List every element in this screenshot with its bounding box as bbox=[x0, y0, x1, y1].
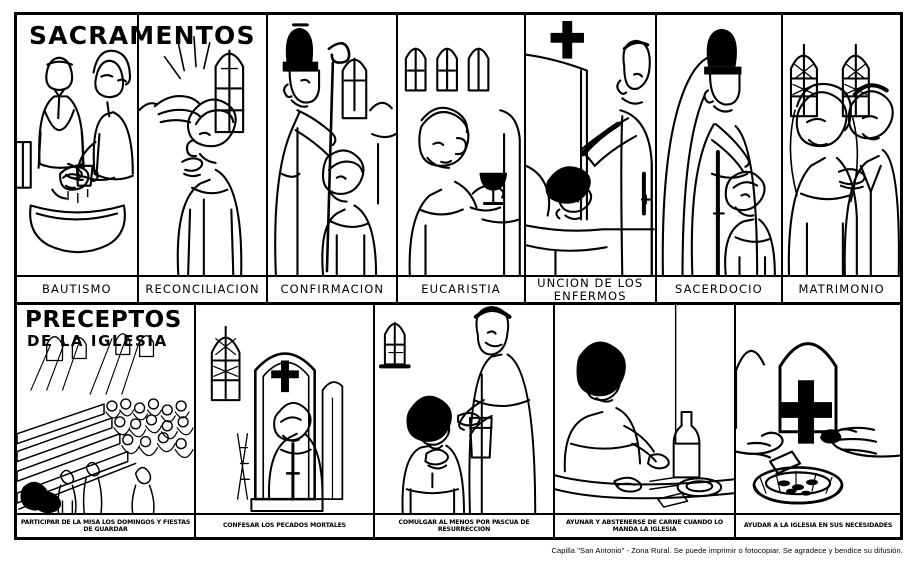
communion-boy-illustration bbox=[375, 305, 553, 513]
page-title-preceptos: PRECEPTOS DE LA IGLESIA bbox=[25, 309, 182, 349]
sacrament-panel-uncion-enfermos[interactable] bbox=[525, 15, 657, 275]
precepto-panel-ayuno[interactable] bbox=[555, 305, 736, 513]
preceptos-title-line2: DE LA IGLESIA bbox=[27, 332, 168, 350]
sacrament-label-bautismo: BAUTISMO bbox=[17, 277, 139, 302]
sacrament-label-uncion-enfermos: UNCION DE LOS ENFERMOS bbox=[526, 277, 657, 302]
confirmation-illustration bbox=[268, 15, 396, 275]
precepto-panel-misa[interactable] bbox=[17, 305, 196, 513]
poster-frame: BAUTISMO RECONCILIACION CONFIRMACION EUC… bbox=[14, 12, 903, 540]
credit-line: Capilla "San Antonio" - Zona Rural. Se p… bbox=[551, 546, 903, 555]
sacrament-panel-matrimonio[interactable] bbox=[783, 15, 900, 275]
sacrament-label-confirmacion: CONFIRMACION bbox=[268, 277, 399, 302]
sacramentos-label-row: BAUTISMO RECONCILIACION CONFIRMACION EUC… bbox=[17, 277, 900, 305]
precepto-panel-comunion[interactable] bbox=[375, 305, 555, 513]
sacramentos-illustration-row bbox=[17, 15, 900, 277]
sacrament-panel-eucaristia[interactable] bbox=[398, 15, 526, 275]
offering-basket-illustration bbox=[736, 305, 900, 513]
sacrament-label-sacerdocio: SACERDOCIO bbox=[657, 277, 784, 302]
sacrament-panel-sacerdocio[interactable] bbox=[656, 15, 784, 275]
precepto-label-misa: PARTICIPAR DE LA MISA LOS DOMINGOS Y FIE… bbox=[17, 515, 196, 537]
anointing-sick-illustration bbox=[526, 20, 655, 275]
preceptos-illustration-row bbox=[17, 305, 900, 515]
precepto-label-ayudar: AYUDAR A LA IGLESIA EN SUS NECESIDADES bbox=[743, 522, 893, 530]
baptism-illustration bbox=[17, 15, 137, 275]
sacrament-label-eucaristia: EUCARISTIA bbox=[398, 277, 526, 302]
sacrament-label-matrimonio: MATRIMONIO bbox=[798, 282, 885, 297]
reconciliation-illustration bbox=[139, 15, 267, 275]
sacrament-panel-reconciliacion[interactable] bbox=[138, 15, 269, 275]
holy-orders-illustration bbox=[657, 28, 782, 275]
precepto-label-comunion: COMULGAR AL MENOS POR PASCUA DE RESURREC… bbox=[375, 515, 555, 537]
preceptos-title-line1: PRECEPTOS bbox=[25, 307, 182, 333]
confessional-illustration bbox=[196, 305, 373, 513]
sacrament-panel-confirmacion[interactable] bbox=[268, 15, 399, 275]
precepto-panel-ayudar[interactable] bbox=[736, 305, 900, 513]
page-title-sacramentos: SACRAMENTOS bbox=[29, 21, 256, 50]
preceptos-label-row: PARTICIPAR DE LA MISA LOS DOMINGOS Y FIE… bbox=[17, 515, 900, 537]
mass-congregation-illustration bbox=[17, 305, 194, 513]
precepto-panel-confesion[interactable] bbox=[196, 305, 375, 513]
fasting-table-illustration bbox=[555, 305, 734, 513]
sacrament-panel-bautismo[interactable] bbox=[17, 15, 139, 275]
marriage-illustration bbox=[783, 15, 900, 275]
sacrament-label-reconciliacion: RECONCILIACION bbox=[139, 277, 269, 302]
eucharist-illustration bbox=[398, 15, 524, 275]
precepto-label-ayuno: AYUNAR Y ABSTENERSE DE CARNE CUANDO LO M… bbox=[555, 515, 736, 537]
precepto-label-confesion: CONFESAR LOS PECADOS MORTALES bbox=[196, 515, 375, 537]
